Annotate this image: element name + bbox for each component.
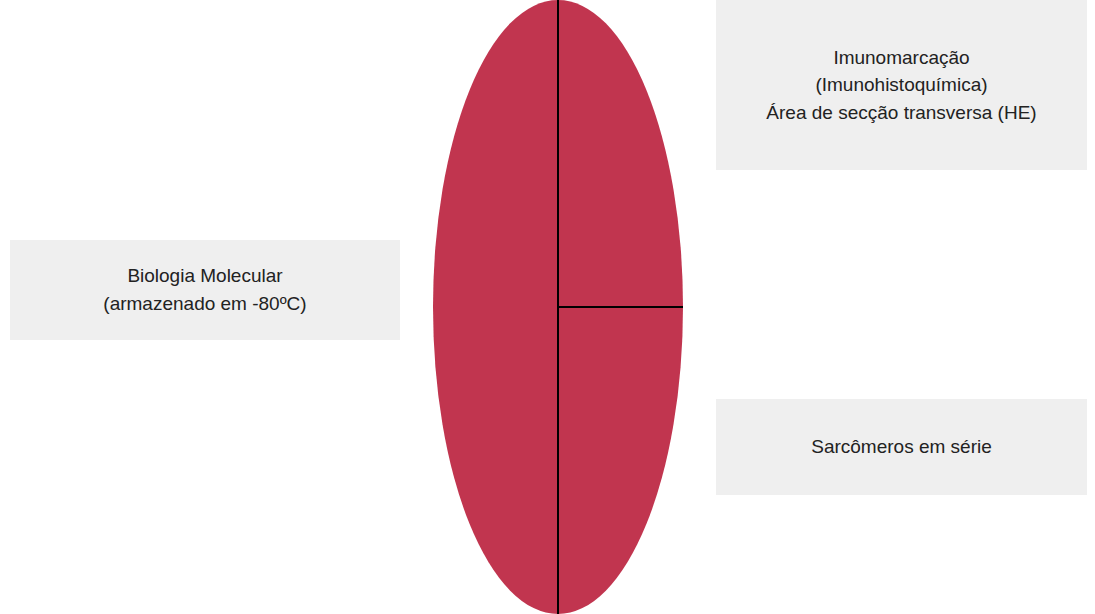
label-text: Imunomarcação (833, 44, 969, 72)
label-text: Sarcômeros em série (811, 433, 992, 461)
label-text: (armazenado em -80ºC) (103, 290, 306, 318)
muscle-sample (433, 0, 683, 614)
label-text: Biologia Molecular (127, 262, 282, 290)
label-text: Área de secção transversa (HE) (766, 99, 1036, 127)
label-box: Imunomarcação(Imunohistoquímica)Área de … (716, 0, 1087, 170)
label-text: (Imunohistoquímica) (815, 71, 987, 99)
cut-line-horizontal (558, 306, 683, 308)
label-box: Biologia Molecular(armazenado em -80ºC) (10, 240, 400, 340)
label-box: Sarcômeros em série (716, 399, 1087, 495)
